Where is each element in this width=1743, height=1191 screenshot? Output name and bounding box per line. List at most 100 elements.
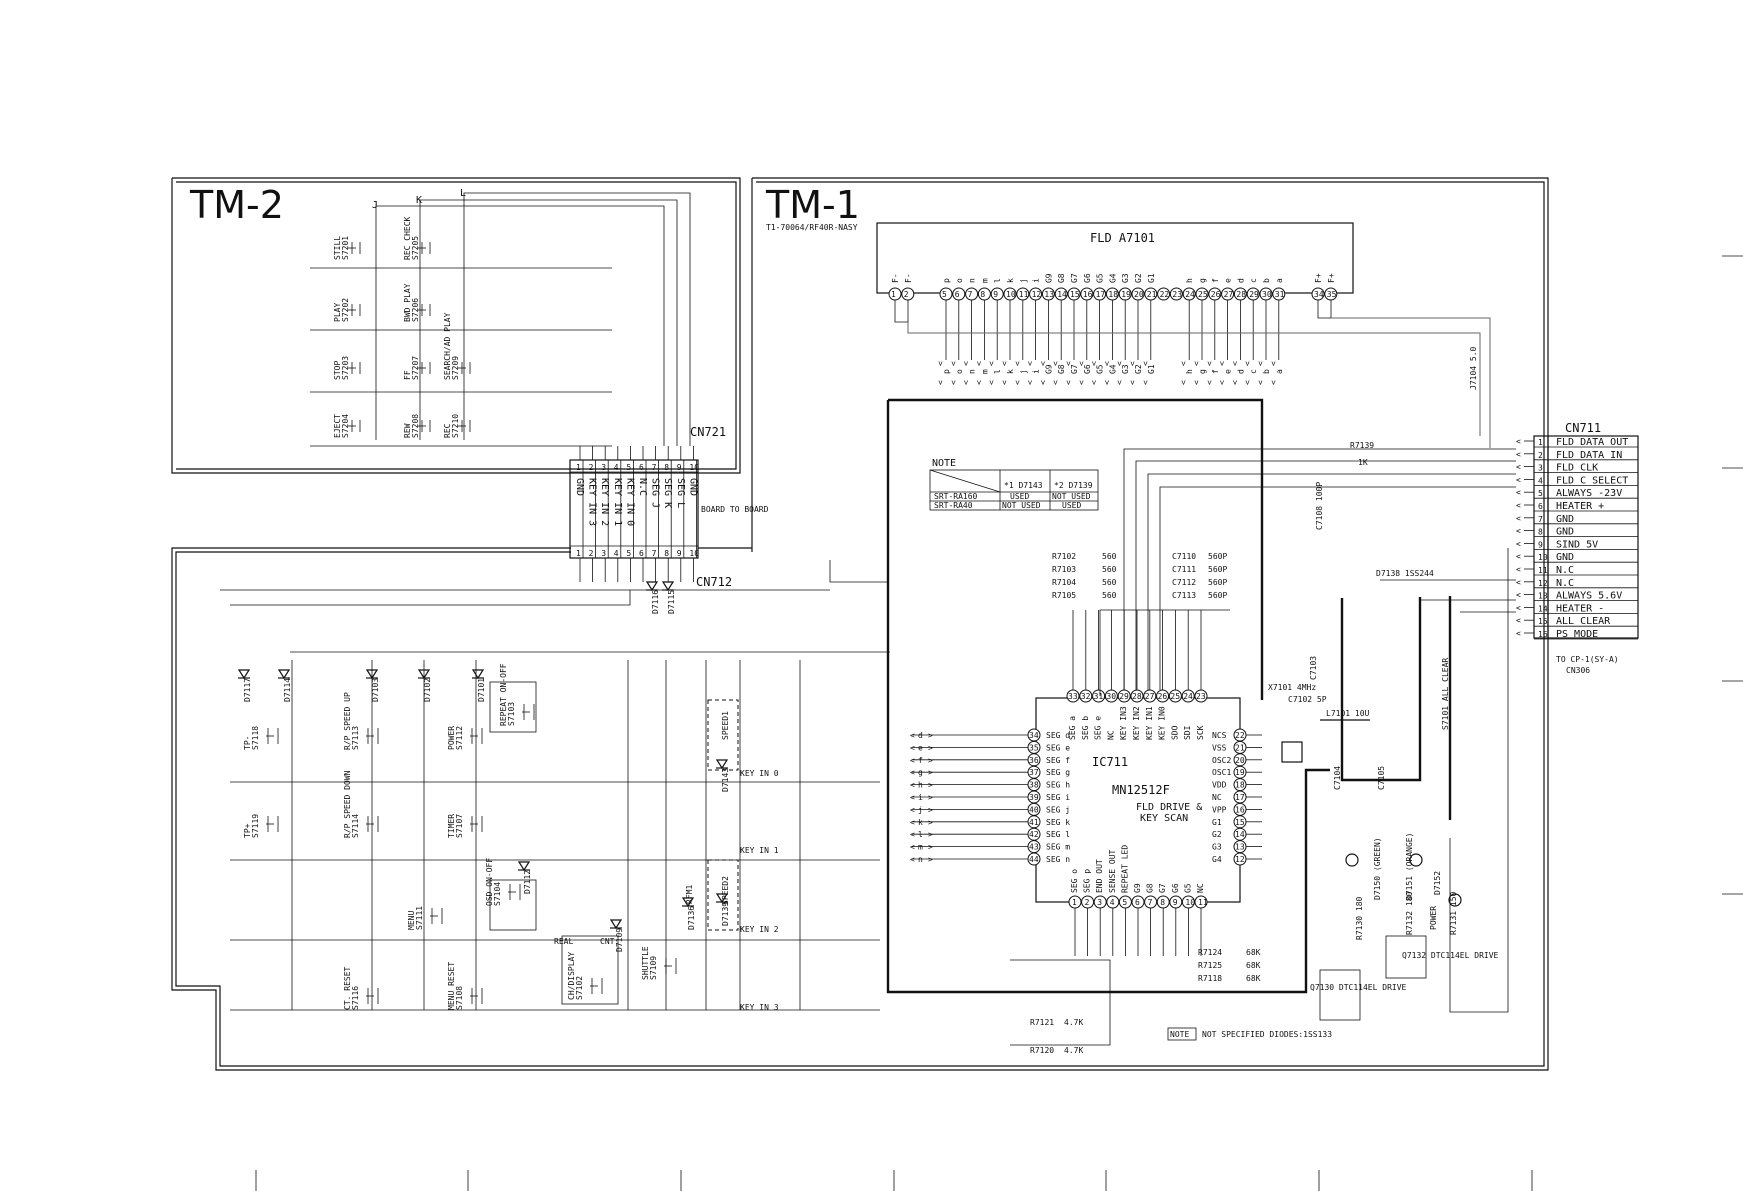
seg-arrow: < — [1115, 361, 1124, 366]
ic-bottom-pin-label: END OUT — [1095, 859, 1104, 893]
fld-pin-seg: G6 — [1083, 273, 1092, 283]
fld-pin-seg: m — [980, 278, 989, 283]
r7105-ref: R7105 — [1052, 591, 1076, 600]
fld-pin-seg: o — [955, 278, 964, 283]
fld-filament-left — [894, 300, 909, 323]
cn712-title: CN712 — [696, 575, 732, 589]
r7102-ref: R7102 — [1052, 552, 1076, 561]
ic-top-pin-label: KEY IN3 — [1119, 706, 1128, 740]
fld-pin-seg: l — [993, 278, 1002, 283]
r7139-val: 1K — [1358, 458, 1368, 467]
ic-bottom-pin-label: REPEAT LED — [1120, 845, 1129, 893]
diode-ref: D7112 — [523, 870, 532, 894]
conn-pin-label: KEY IN 1 — [612, 478, 623, 526]
ic-left-arrow-2: > — [928, 818, 933, 827]
tm1-switch-name: TP+ — [243, 823, 252, 838]
ic-to-cn711 — [1147, 473, 1516, 690]
ic-right-pin-label: OSC2 — [1212, 756, 1231, 765]
cn711-pin-label: ALL CLEAR — [1556, 616, 1611, 627]
ic-left-pin-label: SEG l — [1046, 830, 1070, 839]
seg-arrow: < — [1256, 361, 1265, 366]
conn-pin-bottom: 9 — [677, 549, 682, 558]
ic-left-net: j — [918, 805, 923, 814]
ic-left-net: l — [918, 830, 923, 839]
cn711-pin-number: 9 — [1538, 540, 1543, 549]
seg-arrow-2: < — [1256, 380, 1265, 385]
c7110-val: 560P — [1208, 552, 1227, 561]
r7102-val: 560 — [1102, 552, 1117, 561]
s7104-box — [489, 879, 537, 931]
r7132-label: R7132 180 — [1405, 891, 1414, 935]
fld-pin-seg: p — [942, 278, 951, 283]
tm1-switch-name: REPEAT ON-OFF — [499, 663, 508, 726]
cn711-arrow: < — [1516, 514, 1521, 523]
fld-pin-number: 25 — [1198, 290, 1208, 299]
conn-pin-bottom: 8 — [664, 549, 669, 558]
tm1-switch-name: TP- — [243, 736, 252, 750]
note-r2-model: SRT-RA40 — [934, 501, 973, 510]
ic-right-pin-label: G1 — [1212, 818, 1222, 827]
cn711-pin-label: N.C — [1556, 565, 1574, 576]
fld-pin-seg: e — [1224, 278, 1233, 283]
cn711-arrow: < — [1516, 488, 1521, 497]
seg-arrow-2: < — [1218, 380, 1227, 385]
ground-bus-top — [888, 398, 1264, 700]
l7101-label: L7101 10U — [1326, 709, 1370, 718]
tm1-switch-ref: S7104 — [493, 882, 502, 906]
seg-net-label: a — [1275, 369, 1284, 374]
ic-left-arrow: < — [910, 855, 915, 864]
ic-bottom-pin-number: 7 — [1148, 898, 1153, 907]
wiring: <p<<o<<n<<m<<l<<k<<j<<i<<G9<<G8<<G7<<G6<… — [220, 192, 1534, 1046]
ic-bottom-pin-label: SEG p — [1083, 869, 1092, 893]
cn711-pin-label: GND — [1556, 514, 1574, 525]
pulldown-wire — [1010, 970, 1111, 1046]
diode-symbol — [609, 919, 623, 930]
ic711: IC711 MN12512F FLD DRIVE & KEY SCAN 33SE… — [1027, 689, 1247, 909]
r7118-ref: R7118 — [1198, 974, 1222, 983]
fld-pin-seg: c — [1249, 278, 1258, 283]
cn711-pin-label: ALWAYS -23V — [1556, 488, 1622, 499]
label-cnt: CNT — [600, 937, 615, 946]
ic-bottom-pin-number: 3 — [1097, 898, 1102, 907]
pulldown-wire — [1010, 959, 1111, 970]
fld-pin-number: 26 — [1211, 290, 1221, 299]
conn-pin-label: GND — [574, 478, 585, 496]
seg-net-label: c — [1249, 369, 1258, 374]
c7111-ref: C7111 — [1172, 565, 1196, 574]
fld-pin-number: 12 — [1032, 290, 1042, 299]
tm1-switch-name: MENU — [407, 911, 416, 930]
cn711-pin-label: FLD CLK — [1556, 463, 1598, 474]
tm2-switch-ref: S7208 — [411, 414, 420, 438]
ic-bottom-pin-label: SEG o — [1070, 869, 1079, 893]
fld-pin-number: 8 — [980, 290, 985, 299]
note-r1-c1: USED — [1010, 492, 1029, 501]
key-in-2-label: KEY IN 2 — [740, 925, 779, 934]
seg-arrow-2: < — [1141, 380, 1150, 385]
key-in-0-label: KEY IN 0 — [740, 769, 779, 778]
r7131-label: R7131 150 — [1449, 891, 1458, 935]
tm1-switch-name: TIMER — [447, 814, 456, 838]
fld-pin-circle — [1169, 287, 1183, 301]
note-r2-c2: USED — [1062, 501, 1081, 510]
ic-bottom-pin-number: 2 — [1085, 898, 1090, 907]
seg-arrow-2: < — [962, 380, 971, 385]
ic-right-pin-number: 22 — [1235, 731, 1245, 740]
fld-pin-seg: n — [968, 278, 977, 283]
tm2-switch-ref: S7203 — [341, 356, 350, 380]
r7104-val: 560 — [1102, 578, 1117, 587]
tm1-switch-ref: S7109 — [649, 956, 658, 980]
c7103-label: C7103 — [1309, 656, 1318, 680]
seg-arrow-2: < — [1013, 380, 1022, 385]
fld-pin-seg: G9 — [1044, 273, 1053, 283]
r7121-ref: R7121 — [1030, 1018, 1054, 1027]
label-l: L — [460, 188, 466, 199]
cn711-note: TO CP-1(SY-A) — [1556, 655, 1619, 664]
seg-arrow: < — [936, 361, 945, 366]
label-rfm1: RFM1 — [685, 885, 694, 904]
ic-bottom-pin-number: 5 — [1122, 898, 1127, 907]
d7138-label: D7138 1SS244 — [1376, 569, 1434, 578]
seg-arrow: < — [1230, 361, 1239, 366]
ic-top-pin-label: SDI — [1183, 725, 1192, 740]
cn711-pin-number: 2 — [1538, 451, 1543, 460]
seg-net-label: G4 — [1108, 364, 1117, 374]
